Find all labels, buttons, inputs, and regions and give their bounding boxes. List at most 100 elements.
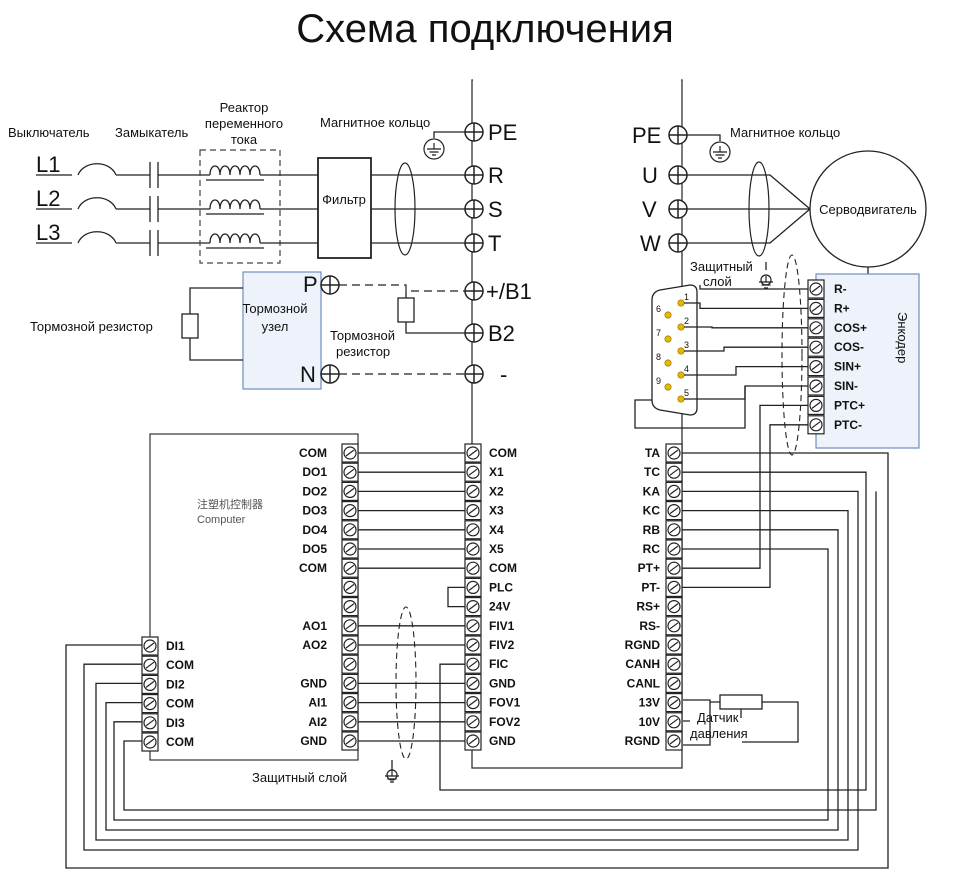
drive-terminal-label: FIV2: [489, 638, 515, 652]
computer-terminal: [341, 577, 359, 598]
drive-body: [471, 79, 683, 769]
computer-terminal-label: DO1: [302, 465, 327, 479]
contactor-label: Замыкатель: [115, 125, 188, 140]
encoder-pin-label: PTC+: [834, 398, 865, 412]
encoder-pin-label: R+: [834, 301, 850, 315]
drive-terminal-label: 24V: [489, 600, 510, 614]
computer-terminal: [341, 481, 359, 501]
drive-terminal-right: [665, 558, 683, 578]
drive-terminal-right: [665, 712, 683, 732]
wire: [684, 346, 808, 352]
brake-res-left-label: Тормозной резистор: [30, 319, 153, 334]
switch-label: Выключатель: [8, 125, 90, 140]
brake-res-mid-label-2: резистор: [336, 344, 390, 359]
drive-terminal-left: [464, 712, 482, 732]
terminal-pe-left: [464, 122, 484, 142]
computer-di-label: COM: [166, 697, 194, 711]
drive-terminal-right: [665, 692, 683, 713]
drive-terminal-label: 13V: [639, 696, 660, 710]
computer-di-label: DI2: [166, 677, 185, 691]
wire: [447, 586, 465, 608]
reactor-label-2: переменного: [205, 116, 283, 131]
wire: [95, 509, 849, 841]
filter: Фильтр: [317, 157, 465, 259]
computer-terminal: [341, 596, 359, 617]
terminal-w: [668, 233, 688, 253]
drive-terminal-left: [464, 501, 482, 521]
drive-terminal-label: GND: [489, 676, 516, 690]
computer-terminal-label: DO4: [302, 523, 327, 537]
wire: [684, 365, 808, 376]
drive-terminal-left: [464, 616, 482, 636]
terminal-label-pe: PE: [488, 120, 517, 145]
computer-di-terminal: [141, 636, 159, 656]
terminal-u: [668, 165, 688, 185]
db9-pin-label: 8: [656, 352, 661, 362]
brake-term-n: N: [300, 362, 316, 387]
drive-terminal-left: [464, 577, 482, 598]
drive-terminal-label: RS-: [639, 619, 660, 633]
drive-terminal-right: [665, 539, 683, 559]
computer-terminal-label: AI2: [308, 715, 327, 729]
encoder-label: Энкодер: [895, 312, 910, 363]
encoder: Энкодер R-R+COS+COS-SIN+SIN-PTC+PTC- Защ…: [634, 254, 920, 456]
computer-terminal: [341, 501, 359, 521]
drive-terminal-label: RGND: [625, 734, 661, 748]
terminal-label-v: V: [642, 197, 657, 222]
drive-terminal-left: [464, 539, 482, 559]
mains-inputs: Выключатель Замыкатель Реактор переменно…: [8, 100, 318, 264]
drive-terminal-right: [665, 481, 683, 501]
computer-terminal-label: AO1: [302, 619, 327, 633]
computer-di-terminal: [141, 713, 159, 733]
computer-di-label: DI3: [166, 716, 185, 730]
drive-terminal-label: TA: [645, 446, 660, 460]
wire: [684, 302, 808, 310]
drive-terminal-right: [665, 596, 683, 617]
wire: [684, 386, 746, 400]
terminal-label-r: R: [488, 163, 504, 188]
encoder-pin: [807, 415, 825, 435]
wire: [113, 548, 829, 821]
db9-pin-label: 2: [684, 316, 689, 326]
terminal-label-s: S: [488, 197, 503, 222]
drive-terminal-label: COM: [489, 446, 517, 460]
pressure-sensor-label-2: давления: [690, 726, 748, 741]
terminal-label-pe-right: PE: [632, 123, 661, 148]
drive-terminal-label: RB: [643, 523, 661, 537]
braking-unit: Тормозной узел P N Тормозной резистор То…: [30, 271, 465, 390]
terminal-label-w: W: [640, 231, 661, 256]
drive-terminal-label: X5: [489, 542, 504, 556]
drive-terminal-left: [464, 596, 482, 617]
db9-pin-label: 9: [656, 376, 661, 386]
drive-terminal-label: TC: [644, 465, 660, 479]
wire: [83, 490, 859, 851]
terminal-minus: [464, 364, 484, 384]
power-terminals-right: PE U V W Магнитное кольцо Серводвигатель: [632, 123, 927, 274]
terminal-r: [464, 165, 484, 185]
drive-terminal-left: [464, 635, 482, 655]
reactor-label-3: тока: [231, 132, 258, 147]
encoder-pin: [807, 279, 825, 299]
terminal-s: [464, 199, 484, 219]
diagram-title: Схема подключения: [296, 7, 674, 51]
encoder-pin-label: COS+: [834, 321, 867, 335]
computer-di-label: COM: [166, 658, 194, 672]
terminal-label-minus: -: [500, 362, 507, 387]
encoder-pin-label: PTC-: [834, 418, 862, 432]
filter-label: Фильтр: [322, 192, 366, 207]
drive-terminal-left: [464, 558, 482, 578]
brake-unit-label-2: узел: [262, 319, 289, 334]
computer-controller: 注塑机控制器 Computer COMDO1DO2DO3DO4DO5COMAO1…: [141, 433, 359, 761]
computer-terminal: [341, 692, 359, 713]
wire: [682, 404, 808, 569]
wire: [123, 491, 877, 811]
drive-terminal-label: RGND: [625, 638, 661, 652]
encoder-pin: [807, 318, 825, 338]
wire: [105, 529, 839, 831]
reactor-label-1: Реактор: [220, 100, 269, 115]
computer-terminal-label: GND: [300, 676, 327, 690]
terminal-b1: [464, 281, 484, 301]
computer-di-label: DI1: [166, 639, 185, 653]
computer-terminal: [341, 616, 359, 636]
